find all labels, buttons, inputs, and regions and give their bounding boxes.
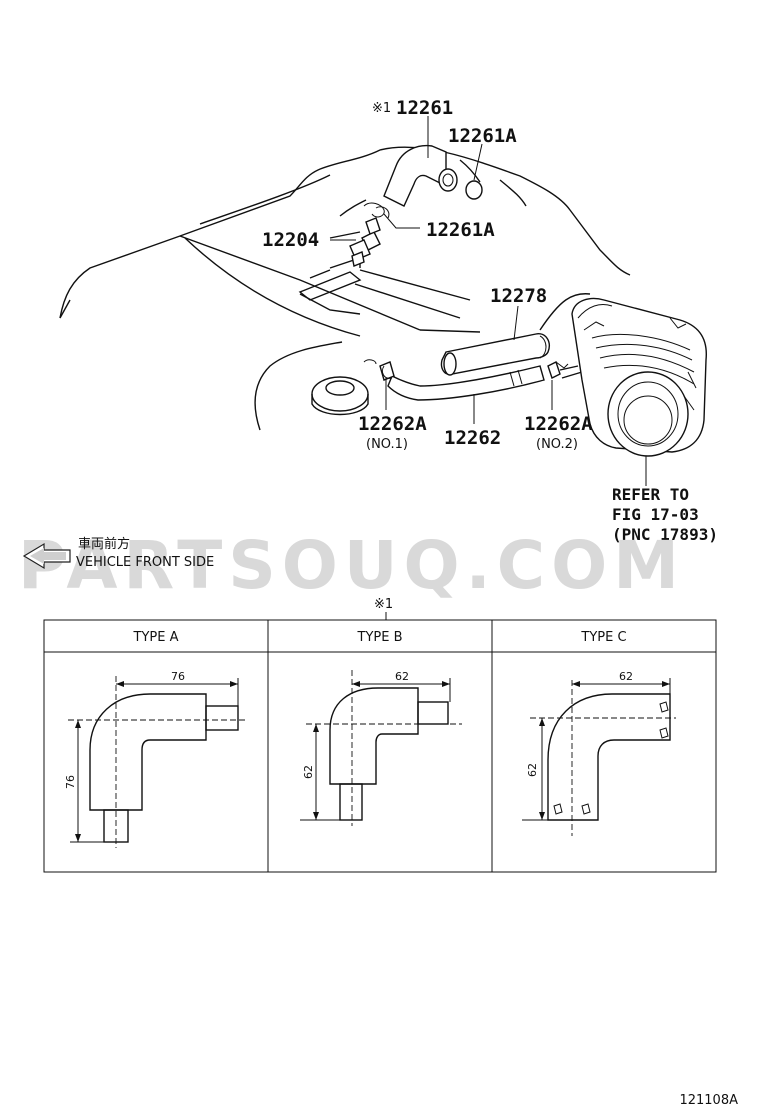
type-b-dim-h: 62 bbox=[395, 670, 409, 683]
part-number-12278: 12278 bbox=[490, 285, 547, 307]
refer-line-2: FIG 17-03 bbox=[612, 505, 699, 524]
type-a-elbow bbox=[68, 676, 246, 848]
part-number-12262A-no2: 12262A bbox=[524, 413, 593, 435]
type-b-elbow bbox=[300, 670, 462, 826]
watermark: PARTSOUQ.COM bbox=[18, 527, 685, 604]
pcv-hose-elbow-12261 bbox=[383, 144, 483, 207]
leader-lines bbox=[330, 116, 647, 486]
figure-id: 121108A bbox=[679, 1093, 738, 1108]
type-a-dim-h: 76 bbox=[171, 670, 185, 683]
pcv-valve-12204 bbox=[349, 217, 381, 267]
callout-mark-12261: ※1 bbox=[372, 101, 391, 116]
type-c-elbow bbox=[522, 678, 676, 836]
part-sub-no1: (NO.1) bbox=[366, 437, 408, 452]
engine-outline bbox=[59, 146, 631, 431]
header-type-a: TYPE A bbox=[133, 630, 179, 645]
air-cleaner-hose bbox=[571, 297, 707, 457]
part-number-12204: 12204 bbox=[262, 229, 319, 251]
type-table bbox=[43, 619, 717, 873]
vehicle-front-arrow-icon bbox=[22, 542, 71, 570]
header-type-b: TYPE B bbox=[357, 630, 403, 645]
part-number-12261: 12261 bbox=[396, 97, 453, 119]
hose-clip-12262A-no1 bbox=[363, 359, 395, 381]
type-c-dim-h: 62 bbox=[619, 670, 633, 683]
type-c-dim-v: 62 bbox=[526, 763, 539, 777]
front-note-japanese: 車両前方 bbox=[78, 536, 130, 552]
part-number-12262: 12262 bbox=[444, 427, 501, 449]
hose-clip-12262A-no2 bbox=[547, 361, 583, 379]
refer-line-3: (PNC 17893) bbox=[612, 525, 718, 544]
hose-12278 bbox=[440, 333, 550, 376]
part-sub-no2: (NO.2) bbox=[536, 437, 578, 452]
part-number-12261A-top: 12261A bbox=[448, 125, 517, 147]
hose-clip-12261A bbox=[363, 202, 390, 219]
header-type-c: TYPE C bbox=[580, 630, 626, 645]
oil-filler-cap bbox=[311, 376, 369, 416]
refer-line-1: REFER TO bbox=[612, 485, 689, 504]
part-number-12261A-mid: 12261A bbox=[426, 219, 495, 241]
table-mark: ※1 bbox=[374, 597, 393, 612]
part-number-12262A-no1: 12262A bbox=[358, 413, 427, 435]
hose-12262 bbox=[387, 365, 545, 401]
front-note-english: VEHICLE FRONT SIDE bbox=[76, 555, 214, 570]
type-a-dim-v: 76 bbox=[64, 775, 77, 789]
type-b-dim-v: 62 bbox=[302, 765, 315, 779]
